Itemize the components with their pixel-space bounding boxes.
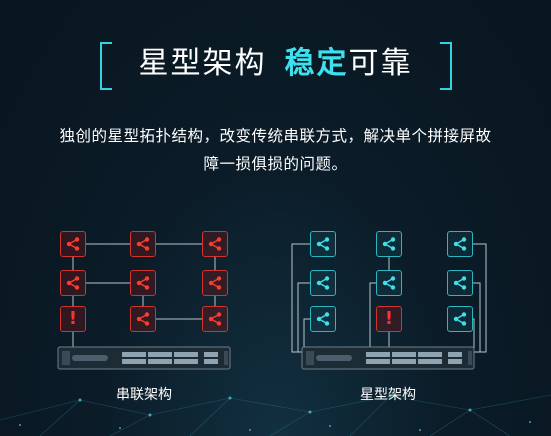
- serial-node: [202, 306, 228, 332]
- title-bracket-left: [100, 42, 112, 90]
- serial-node: [60, 231, 86, 257]
- serial-architecture-label: 串联架构: [116, 387, 172, 403]
- star-node: [447, 306, 473, 332]
- title-main: 星型架构: [138, 46, 267, 81]
- share-icon: [136, 276, 150, 290]
- star-node: [376, 231, 402, 257]
- star-node-fault: !: [376, 306, 402, 332]
- share-icon: [66, 276, 80, 290]
- title-tail: 可靠: [348, 46, 413, 81]
- serial-node: [130, 306, 156, 332]
- star-node: [310, 270, 336, 296]
- star-node: [310, 231, 336, 257]
- title-highlight: 稳定: [284, 46, 349, 81]
- serial-node: [130, 231, 156, 257]
- page-title: 星型架构稳定可靠: [0, 44, 551, 84]
- share-icon: [208, 312, 222, 326]
- description-line-2: 障一损俱损的问题。: [203, 155, 348, 173]
- exclamation-icon: !: [68, 308, 78, 329]
- star-node: [376, 270, 402, 296]
- star-node: [447, 270, 473, 296]
- star-node: [447, 231, 473, 257]
- serial-node: [202, 270, 228, 296]
- serial-node: [130, 270, 156, 296]
- share-icon: [453, 237, 467, 251]
- description-line-1: 独创的星型拓扑结构，改变传统串联方式，解决单个拼接屏故: [59, 127, 492, 145]
- share-icon: [316, 312, 330, 326]
- star-architecture-label: 星型架构: [360, 387, 416, 403]
- share-icon: [136, 237, 150, 251]
- share-icon: [208, 276, 222, 290]
- title-bracket-right: [440, 42, 452, 90]
- share-icon: [136, 312, 150, 326]
- serial-node: [60, 270, 86, 296]
- serial-node-fault: !: [60, 306, 86, 332]
- star-node: [310, 306, 336, 332]
- share-icon: [382, 237, 396, 251]
- share-icon: [316, 276, 330, 290]
- serial-node: [202, 231, 228, 257]
- share-icon: [208, 237, 222, 251]
- share-icon: [453, 276, 467, 290]
- share-icon: [316, 237, 330, 251]
- share-icon: [66, 237, 80, 251]
- share-icon: [382, 276, 396, 290]
- share-icon: [453, 312, 467, 326]
- exclamation-icon: !: [384, 308, 394, 329]
